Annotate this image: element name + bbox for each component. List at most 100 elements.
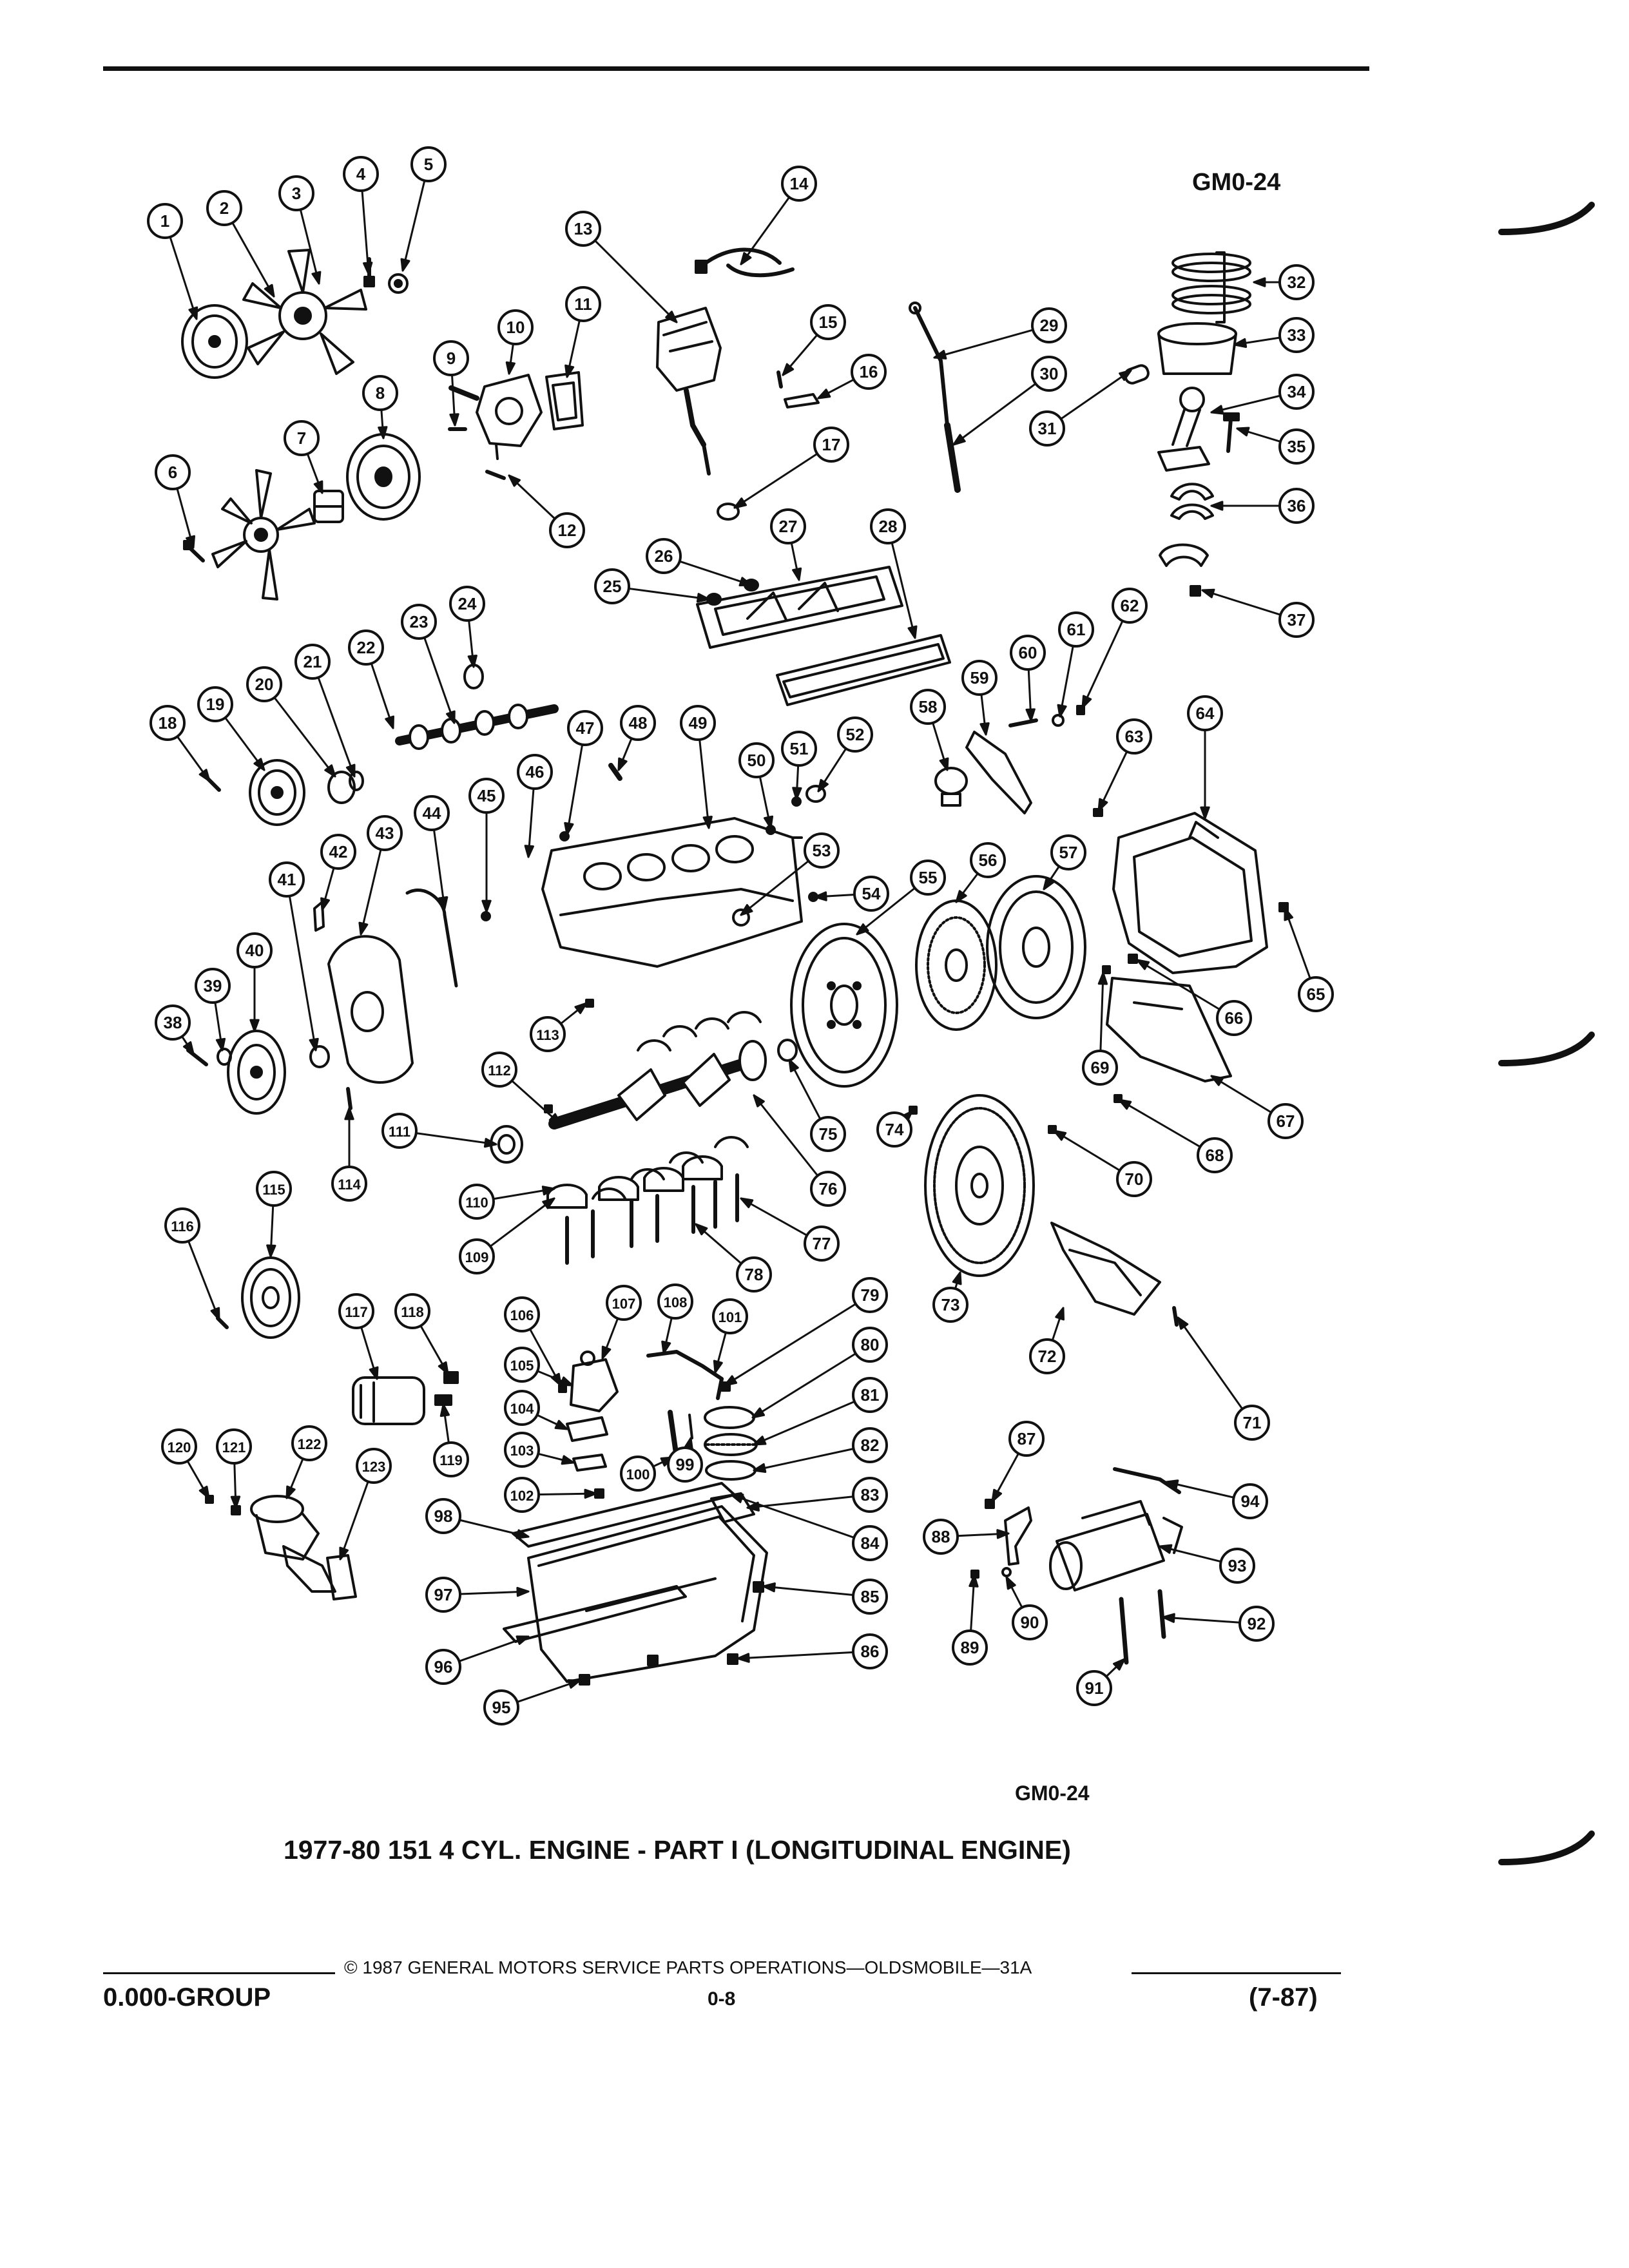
leader-arrowhead-18 — [198, 769, 211, 782]
callout-25: 25 — [594, 568, 630, 604]
callout-circle-61 — [1058, 611, 1094, 648]
leader-arrowhead-78 — [695, 1223, 708, 1236]
callout-104: 104 — [504, 1390, 540, 1426]
washer-17 — [717, 503, 740, 521]
callout-number-48: 48 — [629, 713, 648, 733]
leader-arrowhead-20 — [324, 764, 336, 778]
callout-number-113: 113 — [536, 1027, 559, 1043]
callout-31: 31 — [1029, 410, 1065, 447]
callout-121: 121 — [216, 1428, 252, 1465]
leader-arrowhead-12 — [508, 474, 521, 487]
leader-arrowhead-85 — [762, 1582, 776, 1593]
callout-79: 79 — [852, 1277, 888, 1313]
crank-pulley-40 — [227, 1030, 286, 1115]
callout-circle-115 — [256, 1171, 292, 1207]
leader-line-61 — [1059, 645, 1074, 718]
leader-line-37 — [1201, 589, 1282, 616]
diagram-id-bottom: GM0-24 — [1015, 1782, 1090, 1805]
callout-89: 89 — [952, 1629, 988, 1666]
callout-number-99: 99 — [676, 1455, 695, 1474]
fuel-pump-gasket-123 — [326, 1554, 357, 1600]
callout-circle-113 — [530, 1016, 566, 1052]
leader-arrowhead-106 — [550, 1372, 562, 1387]
callout-number-36: 36 — [1287, 496, 1306, 515]
callout-85: 85 — [852, 1579, 888, 1615]
main-bolts-77-78 — [565, 1173, 739, 1265]
leader-arrowhead-54 — [814, 891, 827, 901]
callout-number-104: 104 — [510, 1401, 534, 1417]
callout-circle-19 — [197, 686, 233, 722]
callout-74: 74 — [876, 1111, 912, 1148]
callout-41: 41 — [269, 861, 305, 898]
callout-number-12: 12 — [558, 521, 577, 540]
leader-arrowhead-56 — [955, 890, 967, 903]
callout-number-22: 22 — [357, 638, 376, 657]
callout-22: 22 — [348, 629, 384, 666]
callout-circle-92 — [1239, 1606, 1275, 1642]
leader-line-47 — [566, 744, 584, 836]
callout-number-16: 16 — [860, 362, 878, 381]
callout-55: 55 — [910, 860, 946, 896]
timing-cover-43 — [327, 935, 414, 1084]
callout-circle-95 — [483, 1689, 519, 1725]
callout-number-42: 42 — [329, 842, 348, 861]
callout-81: 81 — [852, 1377, 888, 1413]
leader-line-111 — [415, 1132, 497, 1146]
callout-circle-62 — [1112, 588, 1148, 624]
callout-circle-112 — [481, 1052, 517, 1088]
callout-number-10: 10 — [506, 318, 525, 337]
throwout-bearing-58 — [934, 767, 968, 807]
callout-circle-118 — [394, 1293, 430, 1329]
callout-circle-71 — [1234, 1405, 1270, 1441]
callout-number-2: 2 — [220, 198, 229, 218]
callout-19: 19 — [197, 686, 233, 722]
leader-arrowhead-59 — [979, 722, 990, 736]
callout-circle-50 — [738, 742, 775, 778]
leader-arrowhead-112 — [548, 1113, 562, 1126]
callout-14: 14 — [781, 166, 817, 202]
leader-arrowhead-119 — [439, 1403, 450, 1418]
callout-48: 48 — [620, 705, 656, 741]
leader-line-26 — [679, 560, 753, 586]
bolt-74 — [909, 1106, 918, 1115]
pilot-bushing-75 — [777, 1039, 798, 1062]
callout-11: 11 — [565, 286, 601, 322]
leader-arrowhead-72 — [1055, 1307, 1065, 1321]
callout-circle-64 — [1187, 695, 1223, 731]
callout-circle-73 — [932, 1287, 969, 1323]
leader-arrowhead-76 — [753, 1094, 765, 1108]
callout-number-33: 33 — [1287, 325, 1306, 345]
leader-arrowhead-29 — [933, 349, 947, 360]
callout-circle-27 — [770, 508, 806, 544]
leader-line-3 — [299, 208, 320, 285]
callout-number-7: 7 — [297, 428, 306, 448]
callout-71: 71 — [1234, 1405, 1270, 1441]
callout-number-47: 47 — [576, 718, 595, 738]
flywheel-cover-72 — [1050, 1222, 1161, 1316]
callout-circle-80 — [852, 1327, 888, 1363]
leader-arrowhead-69 — [1097, 972, 1108, 985]
leader-line-30 — [952, 383, 1037, 446]
leader-arrowhead-101 — [713, 1360, 723, 1374]
leader-arrowhead-96 — [516, 1635, 530, 1645]
callout-circle-78 — [736, 1256, 772, 1293]
callout-83: 83 — [852, 1477, 888, 1513]
callout-number-24: 24 — [458, 594, 477, 613]
leader-arrowhead-17 — [733, 497, 747, 509]
leader-line-85 — [762, 1585, 854, 1596]
fan-blade-upper-part — [242, 249, 367, 375]
callout-58: 58 — [910, 689, 946, 725]
callout-78: 78 — [736, 1256, 772, 1293]
fork-pin-60-62 — [1008, 705, 1085, 727]
leader-arrowhead-49 — [702, 816, 713, 829]
callout-111: 111 — [381, 1113, 418, 1149]
callout-circle-110 — [459, 1184, 495, 1220]
callout-65: 65 — [1298, 976, 1334, 1012]
leader-arrowhead-117 — [369, 1366, 379, 1380]
callout-116: 116 — [164, 1207, 200, 1244]
callout-32: 32 — [1278, 264, 1315, 300]
leader-arrowhead-8 — [378, 426, 388, 439]
timing-gear-19 — [249, 759, 305, 826]
callout-number-81: 81 — [861, 1385, 880, 1405]
callout-circle-109 — [459, 1238, 495, 1274]
